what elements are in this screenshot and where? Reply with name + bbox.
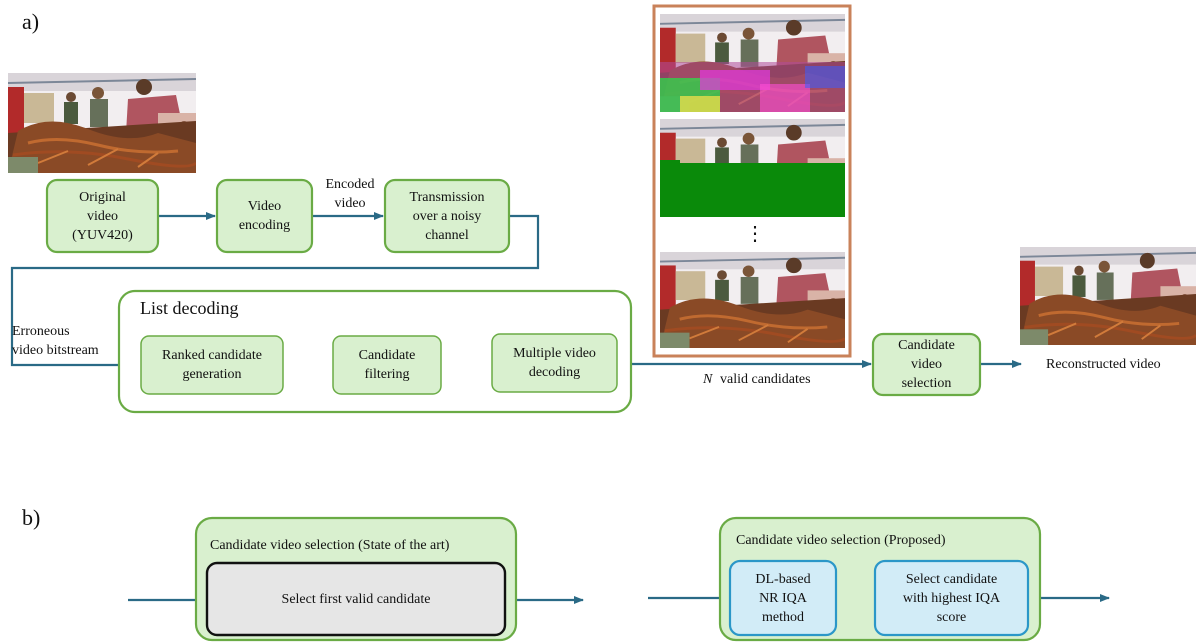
- list-decoding-title: List decoding: [140, 298, 239, 318]
- candidate-video-selection-label: Candidate video selection: [898, 338, 955, 391]
- proposed-title: Candidate video selection (Proposed): [736, 533, 946, 548]
- reconstructed-video-label: Reconstructed video: [1046, 357, 1161, 372]
- panel-a-label: a): [22, 9, 40, 34]
- select-highest-box: [873, 559, 1030, 637]
- dl-iqa-label: DL-based NR IQA method: [755, 571, 811, 625]
- arrow-transmission-to-list-decoding: [10, 214, 540, 369]
- transmission-label: Transmission over a noisy channel: [409, 189, 485, 243]
- candidate-filtering-box: [332, 335, 442, 395]
- video-encoding-box: [215, 178, 314, 254]
- transmission-box: [383, 178, 511, 254]
- select-first-valid-label: Select first valid candidate: [281, 591, 431, 607]
- candidate-frame-green: [660, 119, 845, 217]
- select-first-valid-box: [205, 561, 507, 637]
- n-symbol: N: [703, 372, 713, 387]
- candidate-frame-clean: [660, 252, 845, 348]
- ranked-candidate-generation-box: [140, 335, 284, 395]
- select-highest-label: Select candidate with highest IQA score: [902, 571, 1001, 625]
- original-video-box: [45, 178, 160, 254]
- original-video-thumbnail: [8, 73, 196, 173]
- erroneous-bitstream-label: Erroneous video bitstream: [12, 324, 99, 358]
- valid-candidates-label: valid candidates: [720, 372, 811, 387]
- multiple-video-decoding-box: [491, 333, 618, 393]
- original-video-label: Original video (YUV420): [72, 189, 133, 243]
- candidate-video-selection-box: [871, 332, 982, 397]
- candidates-ellipsis: ⋮: [745, 223, 765, 245]
- encoded-video-label: Encoded video: [325, 177, 375, 211]
- candidate-filtering-label: Candidate filtering: [358, 348, 416, 382]
- video-encoding-label: Video encoding: [238, 199, 291, 233]
- ranked-candidate-generation-label: Ranked candidate generation: [162, 348, 262, 382]
- reconstructed-video-thumbnail: [1020, 247, 1196, 345]
- multiple-video-decoding-label: Multiple video decoding: [513, 346, 596, 380]
- state-of-art-title: Candidate video selection (State of the …: [210, 538, 450, 553]
- dl-iqa-box: [728, 559, 838, 637]
- panel-b-label: b): [22, 505, 41, 530]
- candidate-frame-corrupted: [660, 14, 845, 112]
